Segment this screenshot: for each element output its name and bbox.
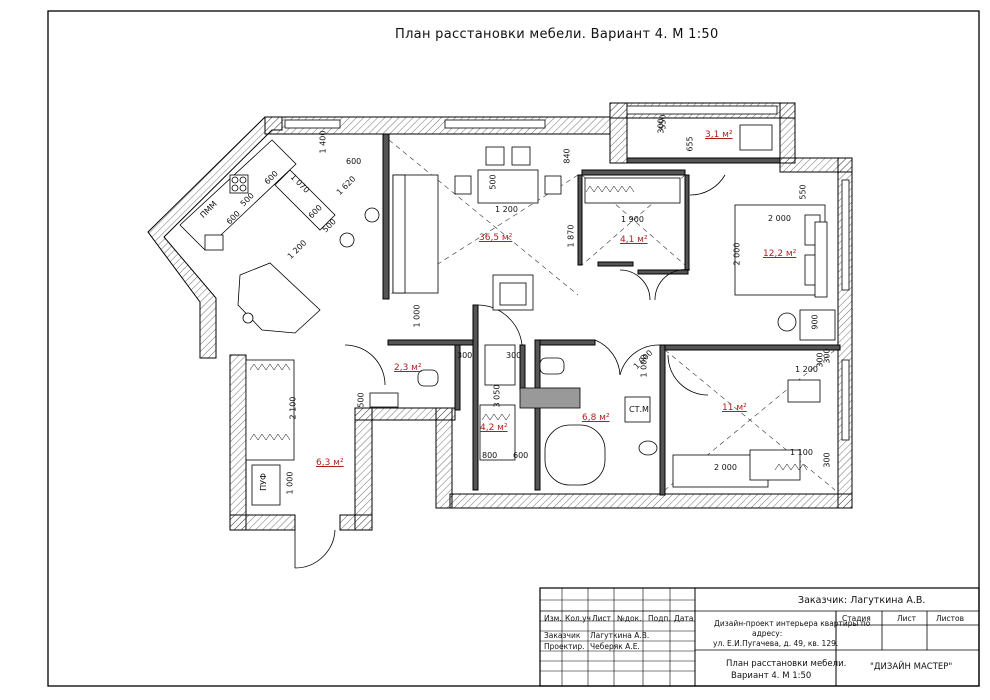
dim-label: 3 050 [492, 384, 502, 408]
kitchen-island [274, 169, 336, 231]
dim-label: 1 200 [495, 205, 518, 214]
kitchen-corner-unit [237, 262, 321, 334]
dim-label: 300 [506, 351, 522, 360]
partitions [382, 133, 841, 496]
doors [294, 174, 726, 569]
project-line-3: ул. Е.И.Пугачева, д. 49, кв. 129. [713, 639, 839, 648]
dim-label: 300 [822, 452, 832, 468]
dim-label: 2 100 [288, 396, 298, 420]
dim-label: 1 100 [790, 448, 813, 457]
dim-label: 300 [822, 348, 832, 364]
dim-label: 600 [513, 451, 529, 460]
dim-label: 2 000 [768, 214, 791, 223]
area-balcony: 3,1 м² [705, 130, 733, 140]
dim-label: 500 [488, 174, 498, 190]
bar-stool [339, 232, 355, 248]
hall-pouf [251, 464, 281, 506]
area-hall: 6,3 м² [316, 458, 344, 468]
dim-label: 500 [356, 392, 366, 408]
kitchen-counter [179, 139, 297, 251]
col-header: №док. [617, 614, 642, 623]
sheet-name-line-2: Вариант 4. М 1:50 [731, 671, 812, 681]
title-block [539, 587, 980, 687]
furniture [179, 124, 836, 506]
dim-label: 1 000 [285, 471, 295, 495]
wc-sink-icon [369, 392, 399, 408]
dim-label: 550 [798, 184, 808, 200]
dim-label: 1 900 [621, 215, 644, 224]
dim-label: 2 000 [714, 463, 737, 472]
dim-label: 300 [457, 351, 473, 360]
toilet-icon-2 [539, 357, 565, 375]
row-designer-label: Проектир. [544, 642, 585, 651]
area-living: 36,5 м² [479, 233, 513, 243]
sink-icon [204, 234, 224, 251]
sheet-name-line-1: План расстановки мебели. [726, 659, 847, 669]
studio-name: "ДИЗАЙН МАСТЕР" [870, 662, 953, 672]
dim-label: 1 000 [639, 354, 649, 378]
project-line-1: Дизайн-проект интерьера квартиры по [714, 619, 871, 628]
row-customer-value: Лагуткина А.В. [590, 631, 650, 640]
washbasin-icon [638, 440, 658, 456]
round-table [777, 312, 797, 332]
dim-label: 1 870 [566, 224, 576, 248]
dim-label: 655 [685, 136, 695, 152]
area-wc: 2,3 м² [394, 363, 422, 373]
dim-label: 1 200 [795, 365, 818, 374]
washing-machine-icon [624, 396, 651, 423]
wardrobe [584, 177, 681, 204]
bar-stool [364, 207, 380, 223]
col-header: Кол.уч [565, 614, 591, 623]
area-bedroom: 12,2 м² [763, 249, 797, 259]
shelf-hatching [249, 185, 808, 471]
col-header: Дата [674, 614, 694, 623]
balcony-chair [739, 124, 773, 151]
bathtub-icon [544, 424, 606, 486]
project-line-2: адресу: [752, 629, 783, 638]
col-header: Подп. [648, 614, 671, 623]
dim-label: 900 [810, 314, 820, 330]
area-closet: 4,2 м² [480, 423, 508, 433]
sheets-header: Листов [936, 614, 965, 623]
area-bath: 6,8 м² [582, 413, 610, 423]
pouf-label: ПУФ [258, 473, 268, 491]
dim-label: 800 [482, 451, 498, 460]
area-room: 11 м² [722, 403, 747, 413]
drawing-title: План расстановки мебели. Вариант 4. М 1:… [395, 27, 719, 42]
dim-label: 840 [562, 148, 572, 164]
stage-header: Стадия [842, 614, 871, 623]
dim-label: 550 [658, 114, 668, 130]
row-customer-label: Заказчик [544, 631, 581, 640]
exterior-walls [147, 102, 853, 531]
sheet-frame [47, 10, 980, 687]
toilet-icon [417, 369, 439, 387]
washer-label: СТ.М [629, 405, 649, 414]
dim-label: 2 000 [732, 242, 742, 266]
area-dressing: 4,1 м² [620, 235, 648, 245]
dim-label: 1 000 [412, 304, 422, 328]
hall-wardrobe [245, 359, 295, 461]
col-header: Лист [592, 614, 612, 623]
sheet-header: Лист [897, 614, 917, 623]
dim-label: 600 [346, 157, 362, 166]
col-header: Изм. [544, 614, 562, 623]
customer-name: Заказчик: Лагуткина А.В. [798, 595, 926, 606]
dim-label: 1 400 [318, 130, 328, 154]
row-designer-value: Чеберяк А.Е. [590, 642, 640, 651]
room-chair [787, 379, 821, 403]
windows [284, 105, 850, 441]
dining-table [477, 169, 539, 204]
